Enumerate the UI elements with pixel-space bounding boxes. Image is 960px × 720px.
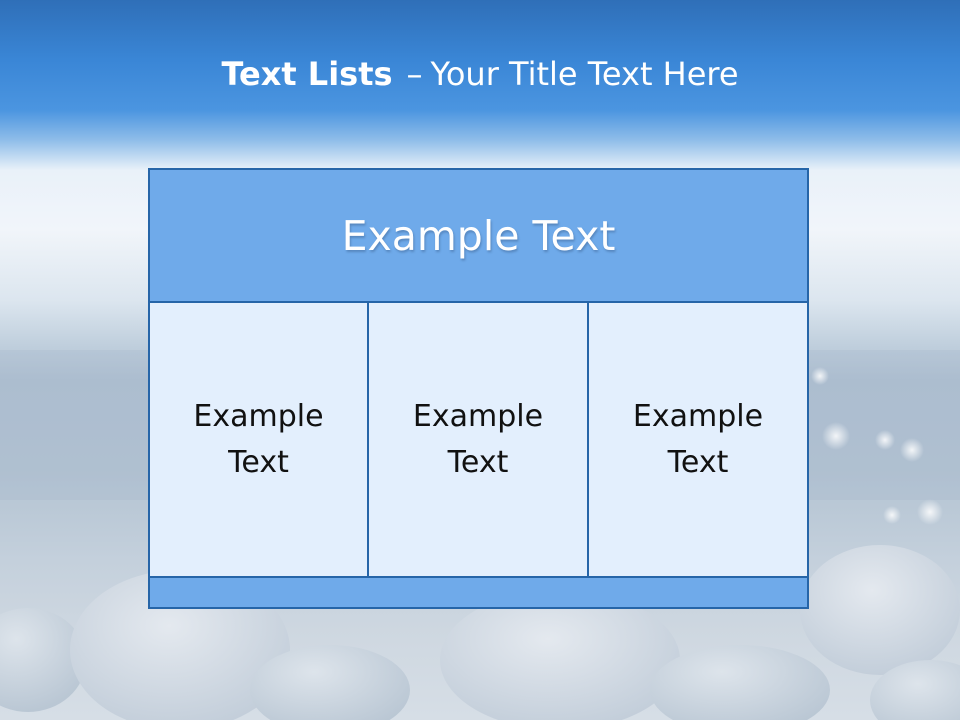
text-list-table: Example Text Example Text Example Text E… — [148, 168, 809, 609]
sparkle-3 — [900, 438, 924, 462]
rock-middle — [250, 645, 410, 720]
sparkle-1 — [822, 422, 850, 450]
sparkle-2 — [875, 430, 895, 450]
sparkle-4 — [811, 367, 829, 385]
table-cell-2: Example Text — [369, 303, 589, 576]
table-header-cell: Example Text — [150, 170, 807, 303]
table-footer-bar — [150, 576, 807, 607]
rock-right-2 — [650, 645, 830, 720]
rock-right-3 — [800, 545, 960, 675]
table-cell-1: Example Text — [150, 303, 369, 576]
title-rest-part: Your Title Text Here — [430, 55, 739, 93]
slide-title: Text Lists–Your Title Text Here — [0, 52, 960, 96]
table-cell-1-text: Example Text — [193, 398, 324, 480]
table-header-text: Example Text — [341, 211, 616, 260]
rock-left — [0, 608, 86, 712]
rock-right-1 — [440, 590, 680, 720]
title-dash: – — [406, 55, 423, 93]
table-cell-3-text: Example Text — [632, 398, 764, 480]
rock-right-4 — [870, 660, 960, 720]
sparkle-6 — [883, 506, 901, 524]
table-cell-2-text: Example Text — [412, 398, 544, 480]
title-bold-part: Text Lists — [221, 55, 393, 93]
table-cell-3: Example Text — [589, 303, 807, 576]
sparkle-5 — [917, 499, 943, 525]
